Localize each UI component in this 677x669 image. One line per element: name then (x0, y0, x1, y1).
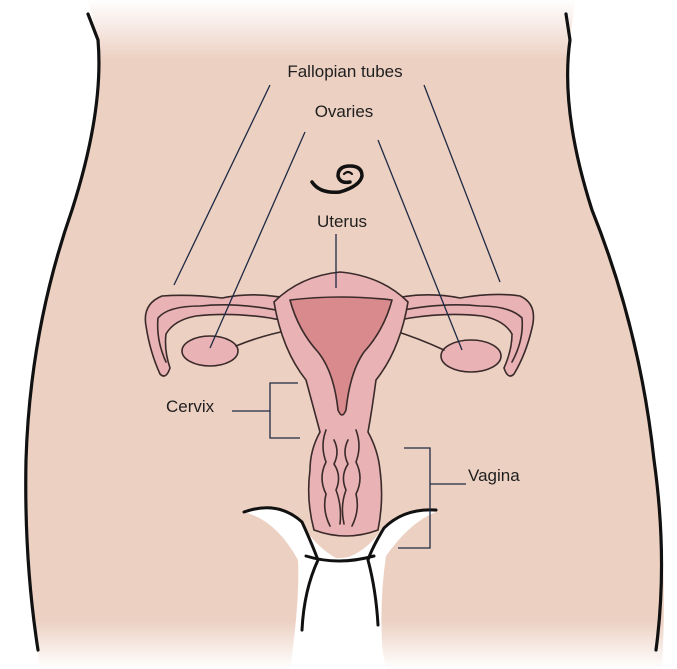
ovary-left (182, 336, 238, 366)
label-vagina: Vagina (468, 466, 520, 485)
label-fallopian-tubes: Fallopian tubes (287, 62, 402, 81)
label-uterus: Uterus (317, 212, 367, 231)
ovary-right (441, 340, 501, 372)
label-ovaries: Ovaries (315, 102, 374, 121)
label-cervix: Cervix (166, 397, 215, 416)
